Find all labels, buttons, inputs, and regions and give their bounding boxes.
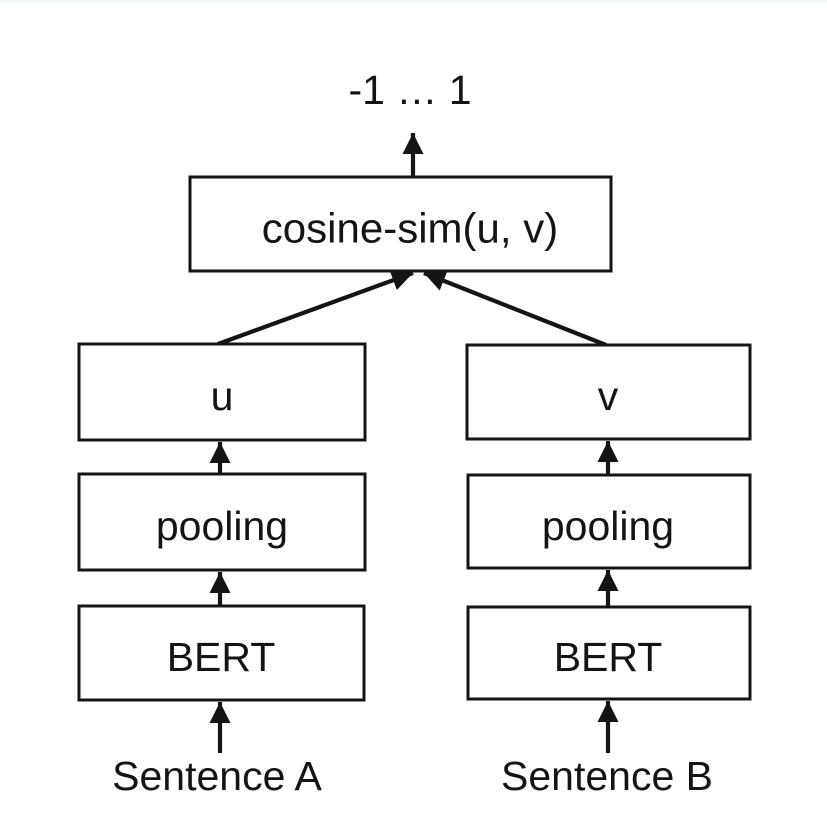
bert-b-node: BERT	[466, 605, 752, 701]
u-node: u	[77, 342, 367, 442]
pooling-a-box	[77, 472, 367, 572]
sentence-b-label: Sentence B	[501, 753, 713, 799]
u-label: u	[211, 373, 234, 419]
pooling-b-label: pooling	[542, 503, 674, 549]
output-range-label: -1 … 1	[348, 67, 471, 113]
v-label: v	[598, 373, 619, 419]
arrow-u-to-cosine	[217, 270, 414, 346]
top-edge-tint	[0, 0, 827, 3]
cosine-sim-node: cosine-sim(u, v)	[188, 175, 613, 273]
pooling-b-node: pooling	[466, 473, 752, 570]
v-node: v	[465, 343, 752, 441]
pooling-b-box	[466, 473, 752, 570]
u-box	[77, 342, 367, 442]
cosine-sim-box	[188, 175, 613, 273]
cosine-sim-label: cosine-sim(u, v)	[262, 205, 558, 252]
sentence-a-label: Sentence A	[112, 753, 322, 799]
bert-a-box	[77, 604, 366, 702]
bert-b-box	[466, 605, 752, 701]
bert-a-label: BERT	[167, 634, 276, 680]
arrow-v-to-cosine	[423, 270, 607, 347]
bert-b-label: BERT	[554, 634, 663, 680]
pooling-a-label: pooling	[156, 503, 288, 549]
pooling-a-node: pooling	[77, 472, 367, 572]
bert-a-node: BERT	[77, 604, 366, 702]
v-box	[465, 343, 752, 441]
